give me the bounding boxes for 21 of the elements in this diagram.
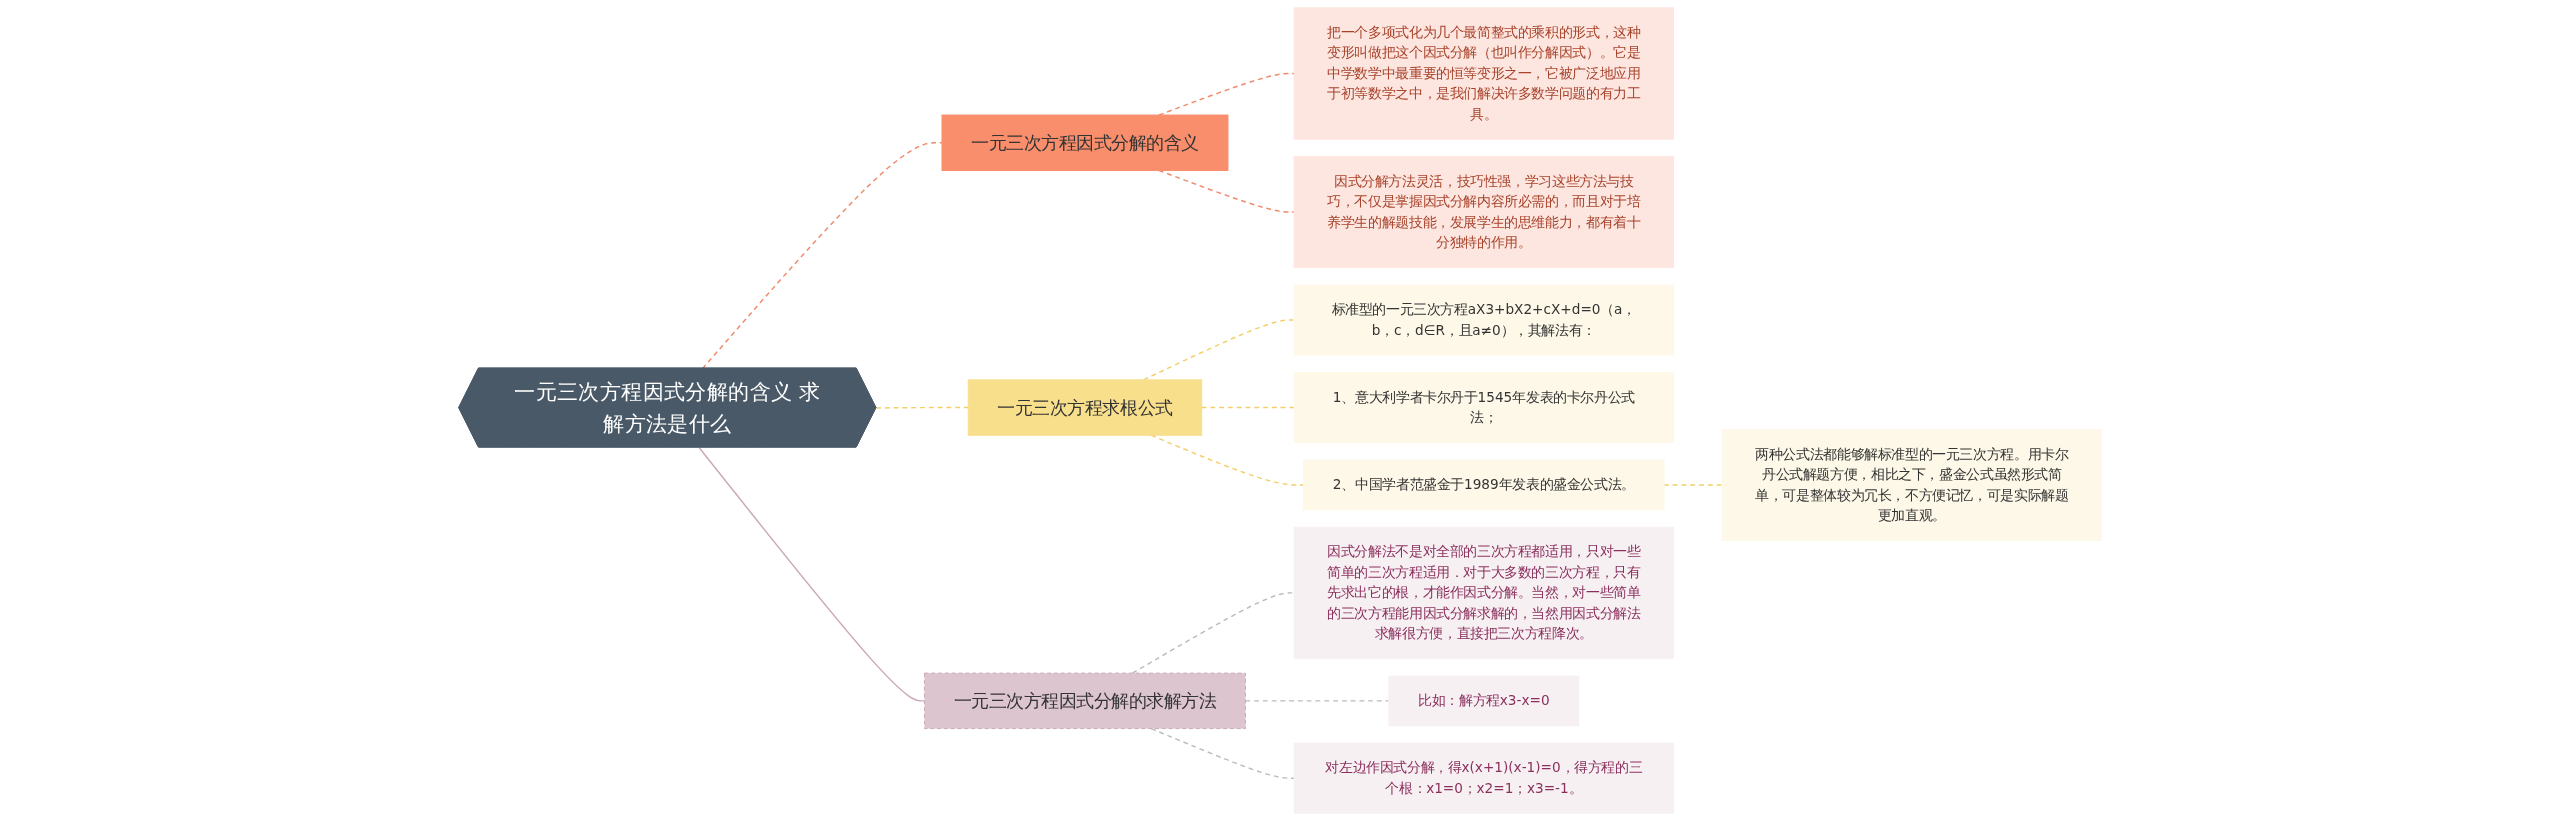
node-box: 一元三次方程求根公式 [967, 379, 1203, 436]
connector [1244, 700, 1390, 702]
node-box: 一元三次方程因式分解的求解方法 [923, 672, 1246, 730]
node-box: 对左边作因式分解，得x(x+1)(x-1)=0，得方程的三个根：x1=0；x2=1；x3=-1。 [1293, 742, 1674, 814]
connector [1150, 727, 1295, 779]
connector [1131, 592, 1295, 674]
node-box: 1、意大利学者卡尔丹于1545年发表的卡尔丹公式法； [1293, 372, 1674, 444]
connector [698, 446, 926, 702]
connector [1663, 484, 1723, 486]
connector [701, 142, 943, 370]
connector [1150, 434, 1305, 486]
node-box: 两种公式法都能够解标准型的一元三次方程。用卡尔丹公式解题方便，相比之下，盛金公式虽然形式简单，可是整体较为冗长，不方便记忆，可是实际解题更加直观。 [1721, 429, 2102, 541]
node-box: 因式分解方法灵活，技巧性强，学习这些方法与技巧，不仅是掌握因式分解内容所必需的，而且对于培养学生的解题技能，发展学生的思维能力，都有着十分独特的作用。 [1293, 156, 1674, 268]
connector [875, 406, 969, 409]
node-box: 2、中国学者范盛金于1989年发表的盛金公式法。 [1302, 459, 1665, 511]
connector [1200, 406, 1295, 409]
node-box: 比如：解方程x3-x=0 [1388, 675, 1580, 727]
node-box: 把一个多项式化为几个最简整式的乘积的形式，这种变形叫做把这个因式分解（也叫作分解因式）。它是中学数学中最重要的恒等变形之一，它被广泛地应用于初等数学之中，是我们解决许多数学问题的有力工具。 [1293, 7, 1674, 140]
node-box: 因式分解法不是对全部的三次方程都适用，只对一些简单的三次方程适用．对于大多数的三次方程，只有先求出它的根，才能作因式分解。当然，对一些简单的三次方程能用因式分解求解的，当然用因式分解法求解很方便，直接把三次方程降次。 [1293, 526, 1674, 660]
node-box: 一元三次方程因式分解的含义 [941, 114, 1229, 171]
node-box: 标准型的一元三次方程aX3+bX2+cX+d=0（a，b，c，d∈R，且a≠0），其解法有： [1293, 284, 1674, 356]
